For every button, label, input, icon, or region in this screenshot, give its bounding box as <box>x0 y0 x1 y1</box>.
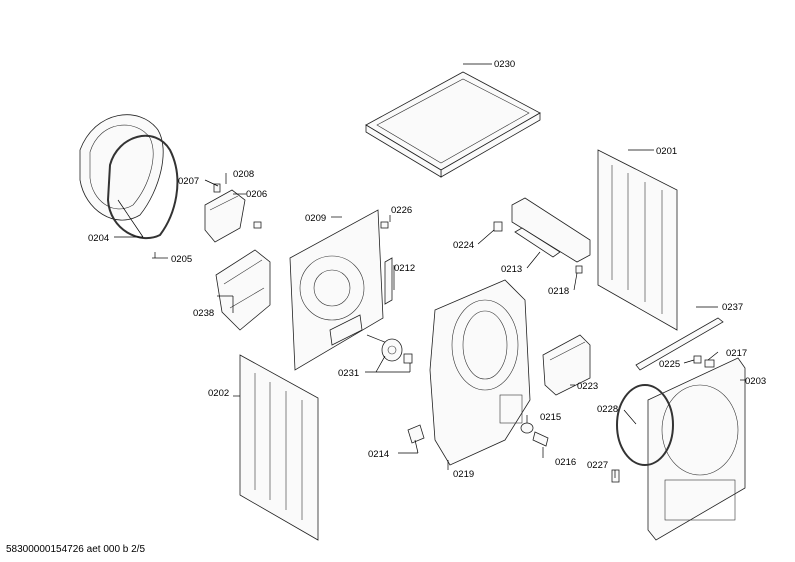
leader-lines <box>114 63 745 478</box>
part-side-panel-right <box>597 149 678 331</box>
part-rail-0212 <box>384 257 393 305</box>
callout-0219: 0219 <box>453 469 474 480</box>
part-door-frame <box>79 114 164 221</box>
callout-0226: 0226 <box>391 205 412 216</box>
part-control-bracket <box>493 197 591 274</box>
callout-0231: 0231 <box>338 368 359 379</box>
callout-0201: 0201 <box>656 146 677 157</box>
part-door-latch <box>204 183 262 243</box>
callout-0237: 0237 <box>722 302 743 313</box>
callout-0204: 0204 <box>88 233 109 244</box>
callout-0225: 0225 <box>659 359 680 370</box>
part-filter-housing <box>542 334 591 396</box>
callout-0230: 0230 <box>494 59 515 70</box>
part-gasket-ring <box>616 384 674 466</box>
callout-0205: 0205 <box>171 254 192 265</box>
part-front-panel <box>647 357 746 541</box>
part-rear-wall <box>289 209 384 371</box>
part-pulley <box>366 334 413 364</box>
part-clip-0226 <box>380 221 389 229</box>
part-bar-0237 <box>635 317 724 371</box>
part-0227 <box>611 469 620 483</box>
callout-0224: 0224 <box>453 240 474 251</box>
part-0214 <box>407 424 425 444</box>
callout-0228: 0228 <box>597 404 618 415</box>
part-air-duct <box>215 249 271 331</box>
callout-labels: 0230 0201 0207 0208 0206 0204 0205 0209 … <box>88 59 766 480</box>
part-0215 <box>520 422 534 434</box>
callout-0213: 0213 <box>501 264 522 275</box>
callout-0217: 0217 <box>726 348 747 359</box>
callout-0206: 0206 <box>246 189 267 200</box>
part-0216 <box>532 431 549 447</box>
callout-0215: 0215 <box>540 412 561 423</box>
document-id-footer: 58300000154726 aet 000 b 2/5 <box>6 544 146 555</box>
part-side-panel-left <box>239 354 319 541</box>
callout-0223: 0223 <box>577 381 598 392</box>
callout-0218: 0218 <box>548 286 569 297</box>
callout-0209: 0209 <box>305 213 326 224</box>
part-top-cover <box>365 71 541 178</box>
part-bearing-shield <box>429 279 531 466</box>
callout-0208: 0208 <box>233 169 254 180</box>
callout-0227: 0227 <box>587 460 608 471</box>
part-0225 <box>693 355 702 364</box>
callout-0207: 0207 <box>178 176 199 187</box>
callout-0214: 0214 <box>368 449 389 460</box>
callout-0238: 0238 <box>193 308 214 319</box>
callout-0202: 0202 <box>208 388 229 399</box>
callout-0203: 0203 <box>745 376 766 387</box>
part-0217 <box>704 359 715 368</box>
callout-0216: 0216 <box>555 457 576 468</box>
callout-0212: 0212 <box>394 263 415 274</box>
part-door-seal <box>106 134 179 240</box>
